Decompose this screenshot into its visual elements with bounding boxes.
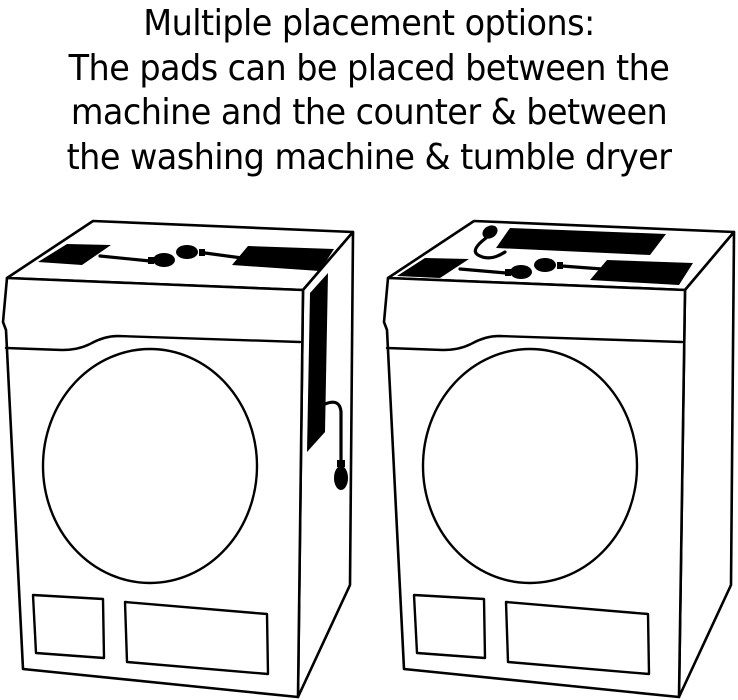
machine-left-bulb-1-valve bbox=[148, 257, 154, 264]
machine-right-top-hose bbox=[458, 267, 508, 275]
caption-line-4: the washing machine & tumble dryer bbox=[66, 136, 672, 178]
machine-right-top-hose-2 bbox=[560, 264, 604, 271]
machine-right-bulb-1-valve bbox=[505, 269, 511, 276]
machine-left-hand-pump-icon bbox=[334, 466, 348, 490]
machine-left-bulb-1-icon bbox=[153, 253, 175, 267]
machine-right-large-panel bbox=[504, 600, 651, 676]
machine-left-panel-line bbox=[4, 334, 302, 352]
machine-left-top-hose bbox=[98, 254, 152, 263]
machine-left-top-pad-left bbox=[38, 244, 111, 265]
machine-right-side-face bbox=[677, 230, 736, 699]
machine-right-hand-pump-icon bbox=[482, 225, 498, 239]
machine-left-side-pad bbox=[307, 273, 328, 452]
machine-left-pump-valve bbox=[337, 460, 345, 467]
caption-line-2: The pads can be placed between the bbox=[68, 47, 670, 89]
caption-line-3: machine and the counter & between bbox=[70, 92, 668, 133]
machine-left-top-pad-right bbox=[232, 246, 334, 271]
machine-left-door-icon bbox=[41, 347, 259, 585]
machine-left-bulb-2-icon bbox=[176, 245, 198, 259]
machine-right-top-pad-back bbox=[496, 228, 666, 255]
machine-right-top-pad-right bbox=[590, 260, 693, 285]
machine-right-bulb-2-valve bbox=[557, 262, 563, 269]
machine-left-illustration bbox=[1, 219, 355, 699]
caption-line-1: Multiple placement options: bbox=[143, 3, 595, 44]
machine-left-side-hose bbox=[323, 400, 343, 464]
machine-right-bulb-1-icon bbox=[510, 265, 532, 279]
machine-right-illustration bbox=[382, 219, 736, 699]
machine-left-top-hose-2 bbox=[203, 251, 244, 260]
machine-right-front-face bbox=[382, 276, 687, 699]
machine-left-front-face bbox=[1, 276, 305, 699]
machine-right-top-pad-left bbox=[397, 258, 469, 278]
machine-left-large-panel bbox=[123, 600, 270, 676]
machine-right-panel-line bbox=[385, 334, 684, 352]
machine-left-bulb-2-valve bbox=[199, 249, 205, 256]
machine-right-door-icon bbox=[421, 347, 639, 585]
machine-right-small-panel bbox=[412, 593, 487, 660]
machine-left-small-panel bbox=[31, 593, 106, 660]
caption: Multiple placement options: The pads can… bbox=[26, 2, 712, 180]
machine-right-bulb-2-icon bbox=[534, 258, 556, 272]
machine-right-curled-hose bbox=[473, 236, 507, 260]
